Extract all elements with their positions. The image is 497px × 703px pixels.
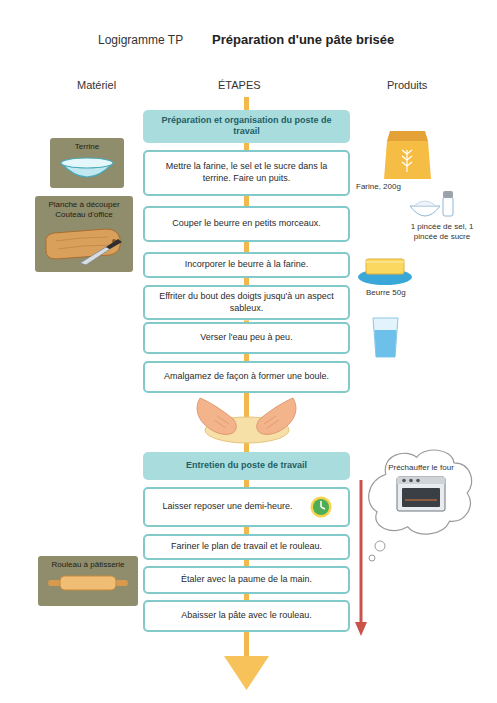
node-text: Étaler avec la paume de la main. <box>181 574 312 586</box>
butter-dish <box>358 259 412 285</box>
process-box: Verser l'eau peu à peu. <box>143 322 350 354</box>
process-box: Mettre la farine, le sel et le sucre dan… <box>143 150 350 196</box>
oven-icon <box>396 476 446 512</box>
hands-illustration <box>197 398 296 443</box>
flow-line <box>244 480 249 487</box>
flow-line <box>244 196 249 206</box>
thought-bubble <box>369 555 375 561</box>
node-text: Couteau d'office <box>55 210 112 220</box>
process-box: Couper le beurre en petits morceaux. <box>143 206 350 242</box>
rolling-pin-icon <box>46 573 130 593</box>
node-text: Planche à découper <box>48 200 119 210</box>
board-knife-icon <box>40 223 128 267</box>
process-box: Effriter du bout des doigts jusqu'à un a… <box>143 285 350 320</box>
column-header: Produits <box>387 79 427 93</box>
node-text: Terrine <box>75 142 99 152</box>
process-box: Amalgamez de façon à former une boule. <box>143 361 350 393</box>
column-header: ÉTAPES <box>218 79 261 93</box>
thought-cloud: Préchauffer le four <box>366 446 476 540</box>
material-box: Terrine <box>50 138 124 188</box>
material-box: Rouleau à pâtisserie <box>38 556 138 606</box>
flow-line <box>244 97 249 110</box>
node-text: Incorporer le beurre à la farine. <box>185 259 309 271</box>
node-text: Verser l'eau peu à peu. <box>200 332 292 344</box>
timer-icon <box>310 496 332 518</box>
flow-line <box>244 242 249 252</box>
column-header: Matériel <box>77 79 116 93</box>
node-text: Fariner le plan de travail et le rouleau… <box>171 541 322 553</box>
product-label: Beurre 50g <box>366 288 406 298</box>
node-text: Mettre la farine, le sel et le sucre dan… <box>155 161 338 184</box>
product-label: Farine, 200g <box>356 182 401 192</box>
node-text: Couper le beurre en petits morceaux. <box>172 218 321 230</box>
node-text: Rouleau à pâtisserie <box>52 560 125 570</box>
bowl-icon <box>57 155 117 183</box>
flow-line <box>244 278 249 285</box>
diagram-title: Préparation d'une pâte brisée <box>212 32 394 47</box>
node-text: Préparation et organisation du poste de … <box>153 115 340 138</box>
salt-sugar <box>410 191 453 216</box>
water-glass <box>373 318 398 357</box>
node-text: Effriter du bout des doigts jusqu'à un a… <box>155 291 338 314</box>
node-text: Entretien du poste de travail <box>186 460 307 471</box>
product-label: 1 pincée de sel, 1 pincée de sucre <box>398 222 486 242</box>
process-box: Étaler avec la paume de la main. <box>143 566 350 594</box>
flow-line <box>244 354 249 361</box>
flow-line <box>244 143 249 151</box>
node-text: Amalgamez de façon à former une boule. <box>164 371 329 383</box>
flour-bag <box>384 131 431 179</box>
process-box: Fariner le plan de travail et le rouleau… <box>143 534 350 560</box>
process-box: Incorporer le beurre à la farine. <box>143 252 350 278</box>
flow-line <box>244 527 249 534</box>
node-text: Laisser reposer une demi-heure. <box>162 501 292 513</box>
section-header: Entretien du poste de travail <box>143 452 350 480</box>
section-header: Préparation et organisation du poste de … <box>143 110 350 143</box>
material-box: Planche à découperCouteau d'office <box>35 196 133 272</box>
flow-arrow <box>224 632 269 690</box>
node-text: Préchauffer le four <box>388 463 454 473</box>
subtitle: Logigramme TP <box>98 33 183 48</box>
process-box: Laisser reposer une demi-heure. <box>143 487 350 527</box>
node-text: Abaisser la pâte avec le rouleau. <box>181 610 312 622</box>
timeline-arrow <box>355 480 367 636</box>
thought-bubble <box>375 541 385 551</box>
process-box: Abaisser la pâte avec le rouleau. <box>143 600 350 632</box>
